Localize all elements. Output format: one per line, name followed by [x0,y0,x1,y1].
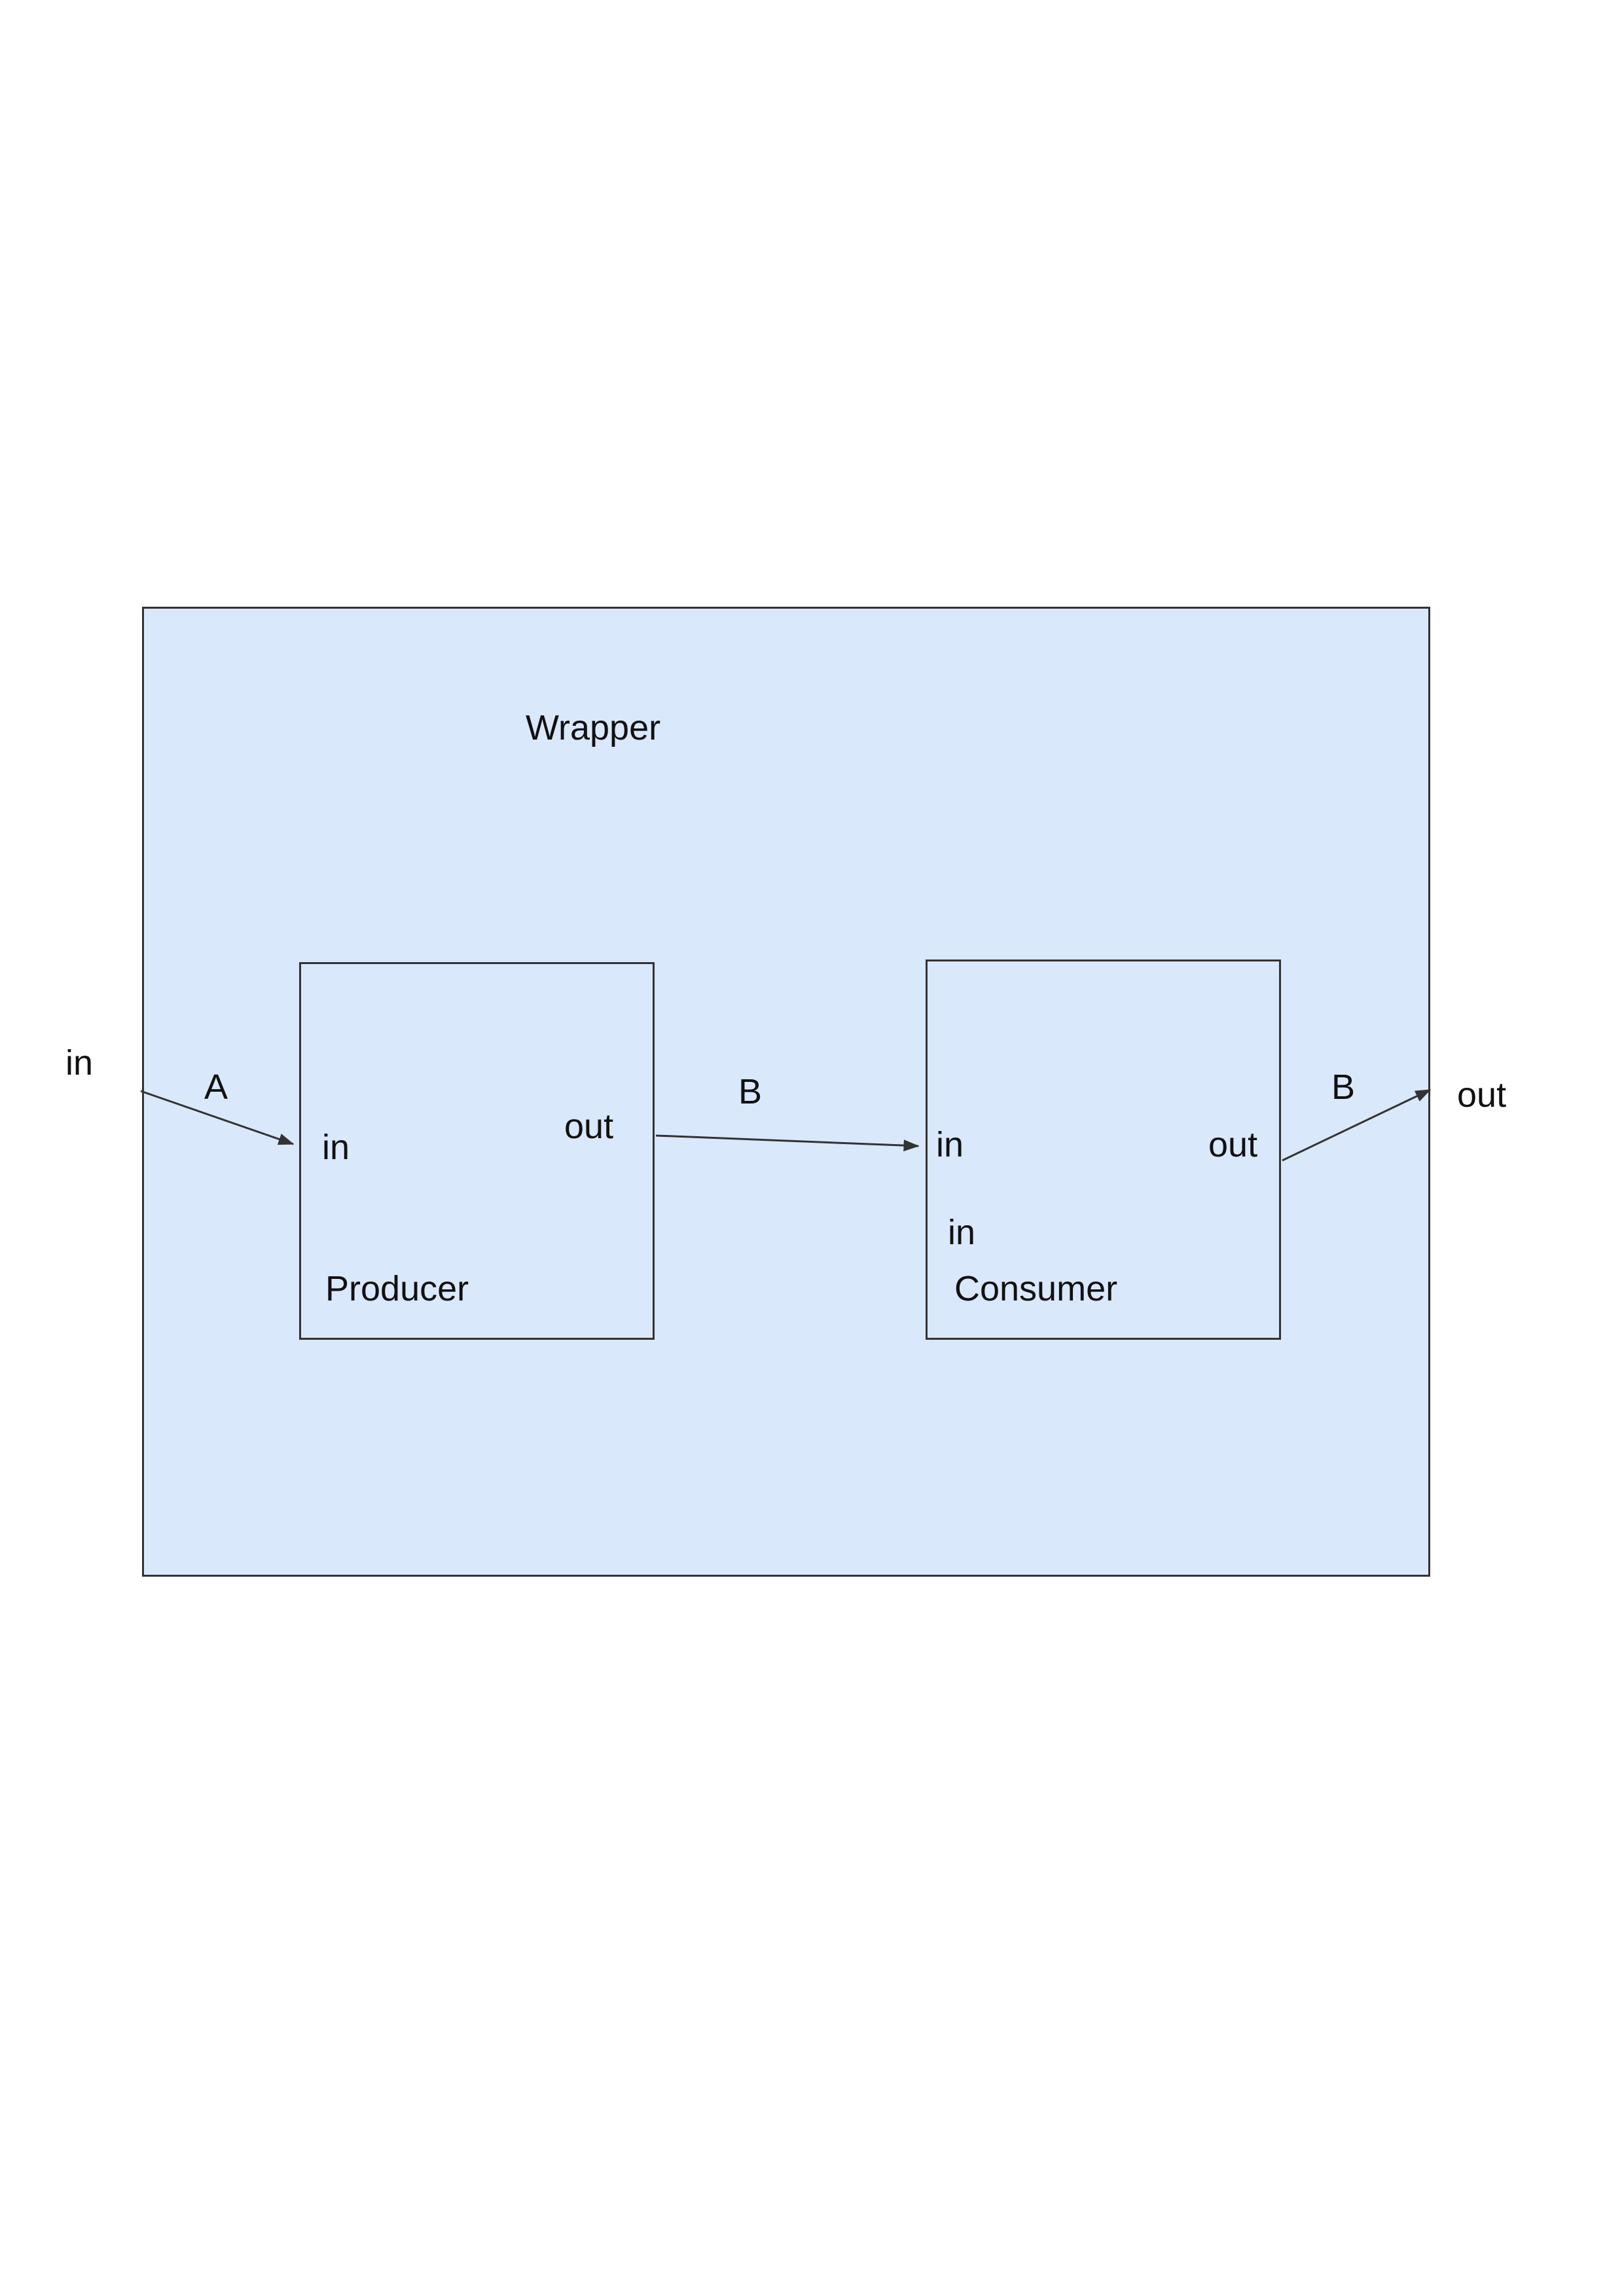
producer-name-label: Producer [325,1269,469,1308]
consumer-extra-in-label: in [948,1213,976,1252]
edge-b2-label: B [1331,1067,1356,1107]
producer-in-port-label: in [322,1128,350,1167]
consumer-node [926,960,1281,1340]
wrapper-title: Wrapper [526,708,661,747]
external-in-label: in [65,1043,94,1083]
producer-out-port-label: out [564,1107,614,1146]
edge-a-label: A [204,1067,228,1107]
consumer-in-port-label: in [936,1125,964,1164]
edge-b1-label: B [738,1072,763,1111]
producer-node [299,962,655,1340]
consumer-name-label: Consumer [954,1269,1118,1308]
external-out-label: out [1457,1075,1507,1115]
consumer-out-port-label: out [1208,1125,1258,1164]
